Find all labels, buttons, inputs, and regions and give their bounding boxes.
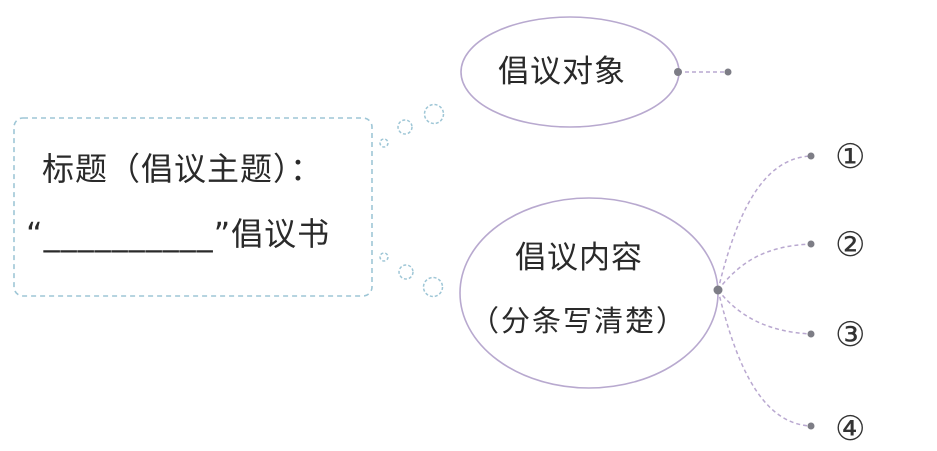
item-number-4: ④ (835, 409, 866, 449)
item-number-2: ② (835, 225, 866, 265)
content-label: 倡议内容 (515, 240, 643, 276)
title-box (13, 117, 373, 297)
target-label: 倡议对象 (498, 54, 626, 90)
content-hint: （分条写清楚） (470, 304, 688, 338)
lower-bubble-chain (379, 252, 444, 298)
title-line: 标题（倡议主题）： (42, 150, 324, 188)
content-ellipse (459, 197, 719, 389)
content-branches (717, 155, 812, 427)
proposal-title-blank: “__________”倡议书 (26, 215, 331, 253)
item-number-1: ① (835, 137, 866, 177)
upper-bubble-chain (379, 103, 445, 148)
branch-dots (713, 152, 815, 430)
target-connector (674, 68, 732, 76)
item-number-3: ③ (835, 315, 866, 355)
